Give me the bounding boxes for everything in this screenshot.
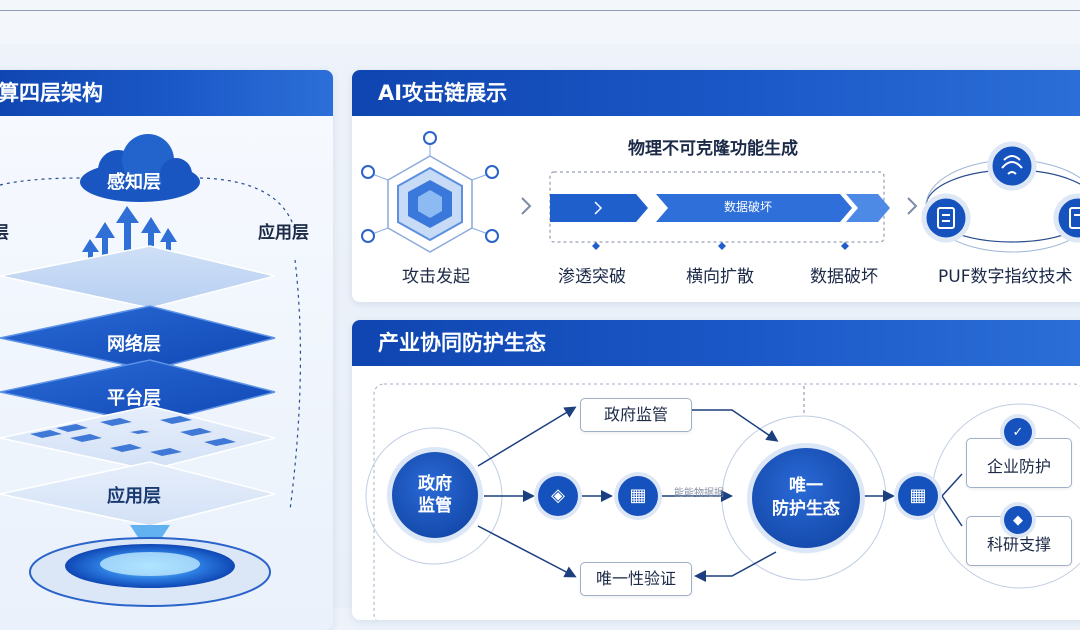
attack-step-penetrate: 渗透突破 bbox=[558, 267, 626, 287]
network-layer-label: 网络层 bbox=[107, 334, 161, 355]
attack-chain-title: AI攻击链展示 bbox=[352, 70, 1080, 116]
grid-layer-plane bbox=[0, 405, 276, 471]
top-strip bbox=[0, 0, 1080, 44]
ecosystem-panel: 产业协同防护生态 政府 监管 ◈ ▦ ▦ 能能物据据 政府监管 唯一性验证 唯一… bbox=[352, 320, 1080, 620]
attack-step-launch: 攻击发起 bbox=[402, 267, 470, 287]
attack-chain-panel: AI攻击链展示 bbox=[352, 70, 1080, 302]
report-icon bbox=[1053, 193, 1080, 243]
light-beam bbox=[130, 525, 170, 548]
side-application-label: 应用层 bbox=[258, 223, 309, 243]
layer-top-plane bbox=[0, 245, 276, 309]
ecosystem-title: 产业协同防护生态 bbox=[352, 320, 1080, 366]
chevron-right-icon bbox=[521, 197, 532, 215]
chevron-right-icon bbox=[907, 197, 918, 215]
application-layer-label: 应用层 bbox=[107, 486, 161, 507]
platform-layer-label: 平台层 bbox=[107, 388, 161, 409]
architecture-illustration bbox=[0, 134, 302, 607]
attack-step-destroy: 数据破坏 bbox=[810, 267, 878, 287]
gov-supervision-circle: 政府 监管 bbox=[392, 452, 478, 538]
enterprise-protection-box: 企业防护 bbox=[966, 438, 1072, 488]
side-layer-label: 层 bbox=[0, 223, 9, 243]
attack-subtitle: 物理不可克隆功能生成 bbox=[628, 139, 798, 159]
platform-layer-plane bbox=[0, 359, 276, 425]
small-caption: 能能物据据 bbox=[674, 488, 724, 499]
top-divider bbox=[0, 10, 1080, 11]
dashed-link-right bbox=[199, 177, 296, 231]
grid-app-icon: ▦ bbox=[618, 476, 658, 516]
application-layer-plane bbox=[0, 461, 276, 527]
fingerprint-icon bbox=[987, 141, 1037, 191]
banner-arrow-2 bbox=[656, 194, 852, 222]
attack-chain-illustration bbox=[361, 131, 1080, 253]
shield-layers-icon: ◈ bbox=[538, 476, 578, 516]
attack-hexagon-icon bbox=[361, 131, 499, 253]
grid-module-icon: ▦ bbox=[898, 476, 938, 516]
step-markers bbox=[592, 242, 849, 250]
dashed-link-left bbox=[0, 177, 81, 186]
gov-supervision-box: 政府监管 bbox=[580, 398, 692, 432]
dashed-link-right-down bbox=[289, 259, 302, 511]
perception-layer-label: 感知层 bbox=[107, 172, 161, 193]
attack-step-spread: 横向扩散 bbox=[686, 267, 754, 287]
cloud-icon bbox=[80, 134, 200, 202]
uniqueness-verification-box: 唯一性验证 bbox=[580, 562, 692, 596]
network-layer-plane bbox=[0, 305, 276, 371]
unique-protection-circle: 唯一 防护生态 bbox=[752, 448, 860, 548]
architecture-panel-title: 算四层架构 bbox=[0, 70, 333, 116]
document-icon bbox=[921, 193, 971, 243]
grid-tiles bbox=[30, 416, 236, 456]
banner-arrow-3 bbox=[846, 194, 890, 222]
attack-banner-text: 数据破坏 bbox=[724, 200, 773, 214]
shield-check-icon: ✓ bbox=[1004, 418, 1032, 446]
diamond-icon: ◆ bbox=[1004, 506, 1032, 534]
architecture-panel: 算四层架构 bbox=[0, 70, 333, 630]
banner-arrow-1 bbox=[550, 194, 648, 222]
puf-technology-label: PUF数字指纹技术 bbox=[938, 267, 1073, 287]
